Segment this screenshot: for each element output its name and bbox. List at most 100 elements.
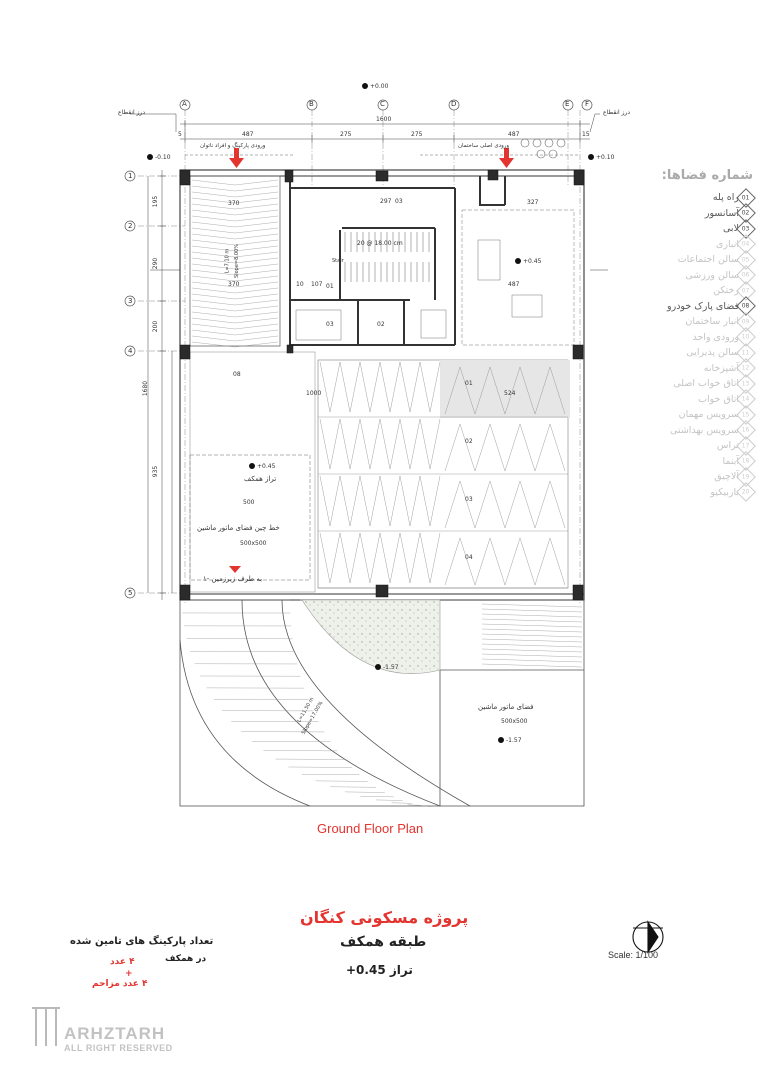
- parking-level-title: تراز همکف: [244, 475, 277, 483]
- ramp-hatch-line: [191, 287, 236, 294]
- stair-step-line: [481, 653, 583, 658]
- parking-spot-1: 01: [465, 380, 473, 387]
- parking-chevron: [419, 532, 431, 584]
- parking-chevron: [549, 366, 566, 415]
- parking-chevron: [504, 537, 521, 586]
- stair-spec: 20 @ 18.00 cm: [357, 240, 403, 247]
- legend-label: سرویس بهداشتی: [670, 424, 739, 436]
- ramp-hatch-line: [234, 191, 279, 198]
- parking-chevron: [419, 475, 431, 527]
- parking-chevron: [474, 537, 491, 586]
- parking-chevron: [399, 475, 411, 527]
- ramp-hatch-line: [191, 269, 236, 276]
- ramp-hatch-line: [234, 329, 279, 336]
- dim-col-bc: 275: [340, 131, 352, 138]
- legend-label: رختکن: [713, 285, 739, 296]
- parking-chevron: [369, 475, 381, 527]
- parking-chevron: [369, 361, 381, 413]
- level-parking: +0.45: [257, 463, 276, 470]
- parking-chevron: [474, 423, 491, 472]
- ramp-hatch-line: [234, 275, 279, 282]
- stair-step-line: [481, 623, 583, 628]
- curve-ramp-hatch: [407, 804, 422, 806]
- legend-number: 08: [742, 302, 750, 310]
- ramp-hatch-line: [191, 341, 236, 348]
- entrance-main-label: ورودی اصلی ساختمان: [458, 143, 510, 149]
- parking-chevron: [534, 480, 551, 529]
- structural-columns: [179, 169, 585, 601]
- parking-chevron: [429, 475, 441, 527]
- parking-spot-4: 04: [465, 554, 473, 561]
- dim-370-bottom: 370: [228, 281, 240, 288]
- legend-number: 17: [742, 442, 750, 450]
- stair-step-line: [481, 658, 583, 663]
- parking-chevron: [349, 532, 361, 584]
- curve-ramp-hatch: [423, 805, 431, 807]
- brand-logo-mark: [32, 1007, 60, 1046]
- grid-col-f: F: [585, 100, 590, 108]
- legend-label: لابی: [723, 223, 739, 234]
- parking-chevron: [519, 423, 536, 472]
- stair-up-label: Stair: [332, 258, 344, 264]
- legend-label: فضای پارک خودرو: [667, 300, 739, 312]
- stair-step-line: [481, 608, 583, 613]
- ramp-hatch-line: [234, 233, 279, 240]
- stair-step-line: [481, 638, 583, 643]
- ramp-hatch-line: [191, 245, 236, 252]
- parking-chevron: [429, 361, 441, 413]
- legend-number: 19: [742, 473, 750, 481]
- curve-ramp-hatch: [345, 791, 385, 793]
- ramp-hatch-line: [234, 323, 279, 330]
- legend-label: باربیکیو: [710, 486, 739, 498]
- stair-step-line: [481, 603, 583, 608]
- parking-chevron: [339, 532, 351, 584]
- scale-label: Scale: 1/100: [608, 950, 659, 960]
- grid-row-1: 1: [128, 172, 133, 180]
- dim-1000: 1000: [306, 390, 322, 397]
- parking-chevron: [349, 418, 361, 470]
- parking-chevron: [444, 423, 461, 472]
- ramp-hatch-line: [234, 299, 279, 306]
- ramp-hatch-line: [191, 233, 236, 240]
- legend-label: راه پله: [712, 192, 739, 203]
- parking-chevron: [519, 537, 536, 586]
- stair-step-line: [481, 643, 583, 648]
- room-tag-lobby-a: 03: [326, 321, 334, 328]
- brand-name: ARHZTARH: [64, 1024, 166, 1043]
- entrance-parking-label: ورودی پارکینگ و افراد ناتوان: [200, 143, 266, 149]
- stair-step-line: [481, 648, 583, 653]
- moto-line-label: خط چین فضای ماتور ماشین: [197, 524, 280, 532]
- dim-500: 500: [243, 499, 255, 506]
- ramp-hatch-line: [234, 335, 279, 342]
- ramp-hatch-line: [234, 281, 279, 288]
- parking-chevron: [534, 537, 551, 586]
- parking-chevron: [389, 532, 401, 584]
- ramp-hatch-line: [191, 203, 236, 210]
- parking-chevron: [519, 480, 536, 529]
- brand-tagline: ALL RIGHT RESERVED: [64, 1043, 173, 1053]
- parking-chevron: [519, 366, 536, 415]
- dim-col-def: 487: [508, 131, 520, 138]
- legend-label: سالن ورزشی: [685, 269, 739, 281]
- project-title: پروژه مسکونی کنگان: [300, 908, 469, 927]
- room-tag-stair: 01: [326, 283, 334, 290]
- grid-col-c: C: [380, 100, 385, 108]
- ramp-hatch-line: [191, 263, 236, 270]
- ramp-hatch-line: [234, 227, 279, 234]
- moto-size-a: 500x500: [240, 540, 267, 547]
- legend-label: اتاق خواب اصلی: [673, 378, 739, 389]
- ramp-hatch-line: [234, 245, 279, 252]
- parking-chevron: [549, 423, 566, 472]
- ramp-hatch-line: [191, 239, 236, 246]
- legend-number: 02: [742, 209, 750, 217]
- grid-col-e: E: [565, 100, 570, 108]
- level-garden: -1.57: [506, 737, 522, 744]
- parking-chevron: [329, 418, 341, 470]
